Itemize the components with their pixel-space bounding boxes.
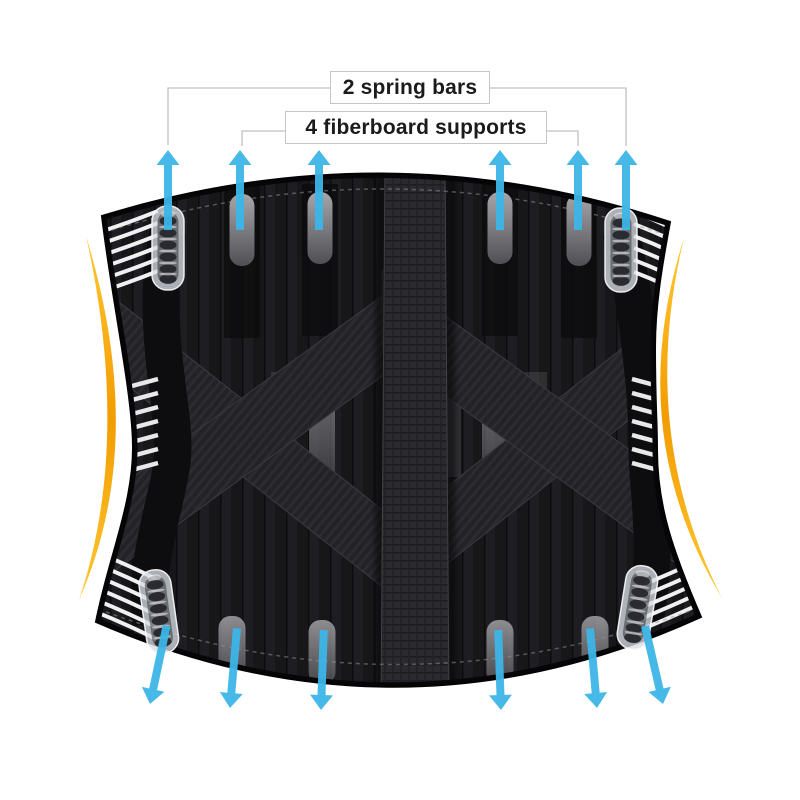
spring-bar-channels (130, 228, 671, 627)
back-brace (94, 172, 703, 688)
top-stitch-line (111, 188, 665, 235)
bottom-stitch-line (105, 609, 693, 666)
fiberboard-support-bar (566, 194, 592, 266)
fiberboard-support-bar (229, 194, 255, 266)
spring-bar-clip-top-right (604, 207, 638, 293)
callout-lines (167, 87, 627, 146)
fiberboard-supports-label: 4 fiberboard supports (285, 111, 547, 144)
callout-line-fiberboard-right (547, 130, 579, 146)
spring-bars-label: 2 spring bars (330, 71, 490, 104)
spring-bar-channel-right (602, 228, 671, 624)
callout-line-spring-bars-left (167, 87, 330, 145)
waist-contour-curve-right (660, 238, 722, 598)
spring-bar-channel-left (130, 228, 192, 627)
center-vertical-strap (380, 173, 450, 687)
callout-line-spring-bars-right (490, 87, 627, 146)
callout-line-fiberboard-left (241, 130, 285, 146)
waist-contour-curve-left (79, 236, 116, 600)
